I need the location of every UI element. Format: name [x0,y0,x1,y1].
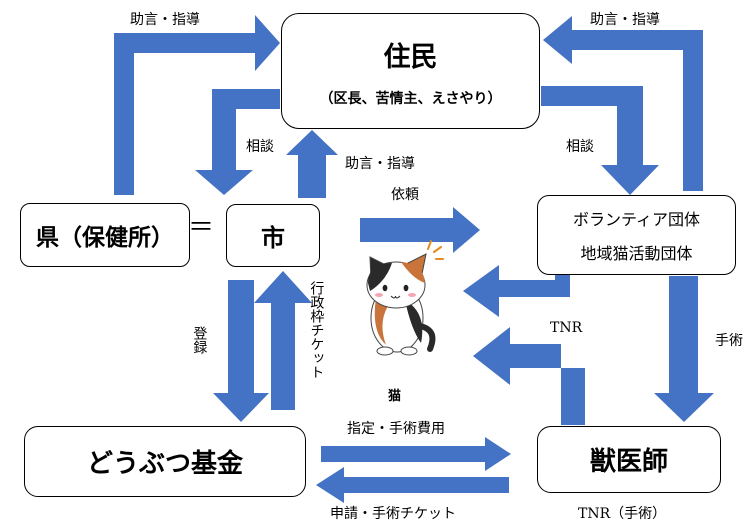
arrow-fund-to-city [254,271,312,410]
label-residents-to-volunteer: 相談 [566,139,594,155]
arrow-volunteer-to-residents [543,16,703,191]
label-volunteer-to-vet: 手術 [715,333,743,349]
arrow-vet-to-cat [473,327,585,425]
label-fund-to-city: 行政枠チケット [308,281,325,379]
arrow-vet-to-fund [316,467,509,503]
label-residents-to-pref: 相談 [246,139,274,155]
vet-box: 獣医師 [537,426,721,493]
city-box: 市 [226,204,320,267]
vet-title: 獣医師 [589,447,668,477]
label-fund-to-vet: 指定・手術費用 [347,421,445,437]
label-city-to-residents: 助言・指導 [345,156,415,172]
city-title: 市 [261,223,285,252]
arrow-residents-to-volunteer [541,86,659,195]
arrow-residents-to-pref [195,89,280,195]
residents-title: 住民 [383,41,438,73]
arrow-city-to-residents [286,130,338,198]
label-vet-to-cat: TNR [550,320,583,336]
label-city-to-volunteer: 依頼 [391,187,419,203]
arrow-pref-to-residents [114,15,280,195]
arrow-volunteer-to-vet [654,276,714,422]
equals-sign: ＝ [188,213,214,243]
volunteer-line1: ボランティア団体 [572,210,701,229]
cat-icon [366,240,444,356]
fund-title: どうぶつ基金 [86,449,243,479]
arrow-city-to-volunteer [360,207,480,253]
volunteer-line2: 地域猫活動団体 [580,244,693,263]
residents-subtitle: （区長、苦情主、えさやり） [319,90,502,107]
label-vet-bottom: TNR（手術） [578,506,667,522]
label-city-to-fund: 登録 [191,326,208,354]
label-vet-to-fund: 申請・手術チケット [330,506,456,522]
arrow-volunteer-to-cat [463,265,570,317]
cat-caption: 猫 [388,389,402,404]
residents-box: 住民 （区長、苦情主、えさやり） [281,13,540,129]
prefecture-title: 県（保健所） [36,224,174,251]
label-pref-to-residents: 助言・指導 [130,12,200,28]
label-volunteer-to-residents: 助言・指導 [590,12,660,28]
fund-box: どうぶつ基金 [24,426,306,497]
arrow-fund-to-vet [321,437,511,471]
arrow-city-to-fund [213,280,269,422]
volunteer-box: ボランティア団体 地域猫活動団体 [537,195,736,275]
prefecture-box: 県（保健所） [20,203,190,267]
